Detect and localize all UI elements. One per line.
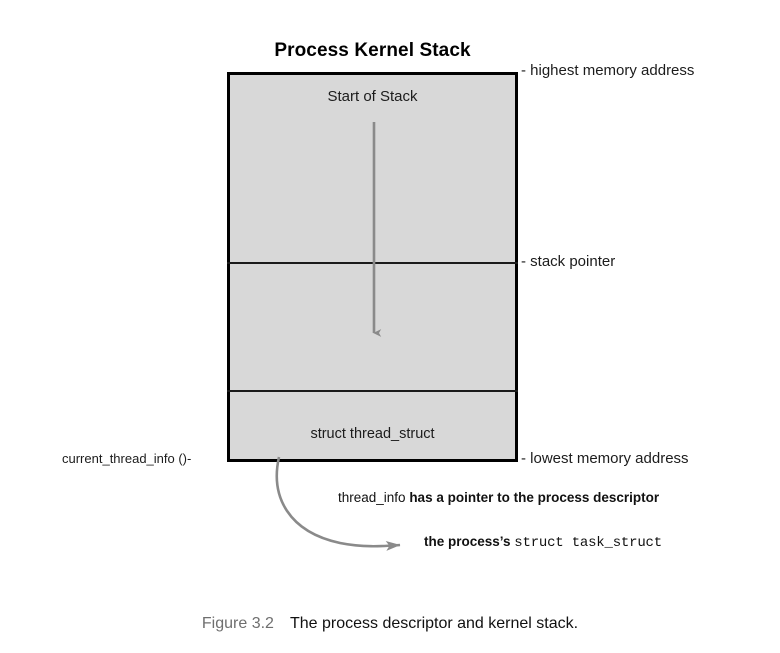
callout-highest-memory-address: - highest memory address [521,62,695,79]
callout-stack-pointer: - stack pointer [521,253,616,270]
start-of-stack-label: Start of Stack [327,88,418,105]
process-kernel-stack-box [227,72,518,462]
annotation-thread-info: thread_info has a pointer to the process… [338,490,659,505]
figure-number: Figure 3.2 [201,615,274,632]
callout-current-thread-info: current_thread_info ()- [62,451,192,466]
thread-struct-label: struct thread_struct [310,426,435,442]
figure-caption-text: The process descriptor and kernel stack. [289,615,579,632]
annotation-task-struct: the process’s struct task_struct [424,534,662,551]
annotation-thread-info-plain: thread_info [338,490,410,505]
annotation-task-struct-mono: struct task_struct [514,535,662,551]
thread-struct-divider [227,390,518,392]
stack-pointer-divider [227,262,518,264]
callout-lowest-memory-address: - lowest memory address [521,450,689,467]
annotation-task-struct-bold: the process’s [424,534,515,549]
annotation-thread-info-bold: has a pointer to the process descriptor [409,490,660,505]
page-title: Process Kernel Stack [274,40,471,61]
figure-caption: Figure 3.2 The process descriptor and ker… [0,615,780,633]
